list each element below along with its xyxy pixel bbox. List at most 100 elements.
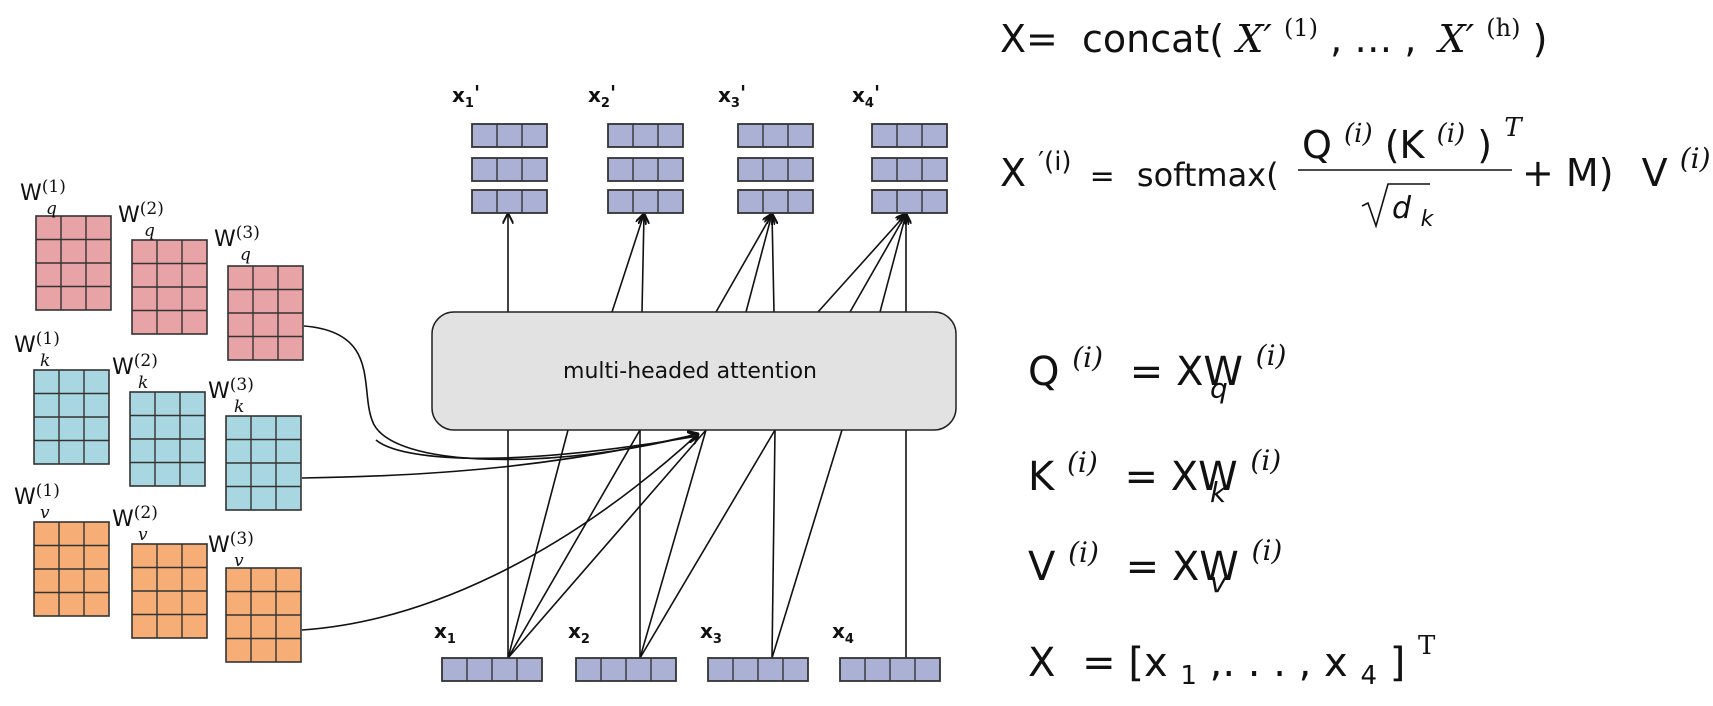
- sqrt-sign: [1361, 183, 1430, 229]
- output-arrow-2: [611, 214, 644, 313]
- output-vector-x3-row1: [737, 123, 814, 148]
- x-def-rhs: = [x: [1082, 640, 1168, 686]
- q-def-rsup: (i): [1256, 339, 1287, 372]
- q-def-rhs: = XW: [1130, 349, 1243, 395]
- q-definition: Q (i) = XW (i) q: [1028, 331, 1286, 405]
- concat-equation: X= concat( X′ (1) , … , X′ (h) ): [1000, 1, 1547, 61]
- w-query-label-3: W(3): [214, 223, 260, 252]
- softmax-num-q: Q: [1302, 123, 1332, 167]
- output-vector-x4-row3: [871, 189, 948, 214]
- output-vector-x1-row2: [471, 157, 548, 182]
- x-def-sub1: 1: [1180, 661, 1197, 691]
- softmax-num-k: (K: [1385, 123, 1426, 167]
- weight-curve-1: [303, 325, 698, 461]
- concat-arg1: X′: [1233, 17, 1272, 61]
- w-value-matrix-1: [33, 521, 110, 617]
- output-label-x3: x3': [718, 81, 746, 111]
- svg-text:X = [x 1 ,.: X = [x 1 ,. . . , x 4 ] T: [1028, 631, 1436, 694]
- softmax-eq: =: [1090, 159, 1115, 194]
- w-value-sub-2: v: [138, 525, 148, 545]
- input-line-12: [507, 429, 569, 659]
- input-vector-x1: [441, 657, 543, 682]
- input-line-17: [639, 429, 776, 659]
- concat-close: ): [1533, 17, 1548, 61]
- w-key-sub-1: k: [40, 351, 50, 371]
- w-value-label-2: W(2): [112, 503, 158, 532]
- k-def-rhs: = XW: [1124, 454, 1237, 500]
- v-def-rsup: (i): [1252, 534, 1283, 567]
- x-def-sup: T: [1418, 631, 1436, 661]
- input-line-18: [771, 429, 776, 659]
- svg-text:+ M) V (i): + M) V (i): [1522, 142, 1711, 195]
- weight-curve-4: [375, 436, 698, 460]
- output-vector-x2-row2: [607, 157, 684, 182]
- softmax-v: V: [1642, 151, 1668, 195]
- w-value-sub-1: v: [40, 503, 50, 523]
- w-query-sub-2: q: [144, 221, 155, 241]
- output-vector-x2-row1: [607, 123, 684, 148]
- w-query-matrix-1: [35, 215, 112, 311]
- softmax-lhs-sup: ′(i): [1038, 147, 1071, 177]
- svg-text:Q (i) (K (i): Q (i) (K (i) ) T: [1302, 107, 1523, 167]
- softmax-v-sup: (i): [1680, 142, 1711, 175]
- svg-text:Q (i) = XW (: Q (i) = XW (i): [1028, 331, 1286, 395]
- output-arrow-6: [772, 214, 774, 313]
- svg-text:d k: d k: [1392, 191, 1435, 232]
- svg-text:V (i) = XW (: V (i) = XW (i): [1028, 526, 1282, 590]
- output-vector-x4-row2: [871, 157, 948, 182]
- concat-fn: concat(: [1082, 17, 1224, 61]
- input-vector-x4: [839, 657, 941, 682]
- concat-lhs: X=: [1000, 17, 1058, 61]
- w-value-label-1: W(1): [14, 481, 60, 510]
- w-query-sub-1: q: [46, 199, 57, 219]
- output-arrow-5: [745, 214, 772, 313]
- w-key-sub-3: k: [234, 397, 244, 417]
- w-key-label-2: W(2): [112, 351, 158, 380]
- k-definition: K (i) = XW (i) k: [1028, 436, 1281, 509]
- input-label-x4: x4: [832, 619, 854, 647]
- softmax-num-k-sup: (i): [1437, 119, 1466, 149]
- output-label-x1: x1': [452, 81, 480, 111]
- output-vector-x1-row3: [471, 189, 548, 214]
- attention-box-label: multi-headed attention: [563, 359, 817, 384]
- q-def-lhs: Q: [1028, 349, 1059, 395]
- attention-box: [431, 311, 957, 431]
- w-value-matrix-2: [131, 543, 208, 639]
- concat-dots: , … ,: [1330, 17, 1416, 61]
- concat-arg1-sup: (1): [1284, 14, 1318, 42]
- output-vector-x2-row3: [607, 189, 684, 214]
- v-def-lhs: V: [1028, 544, 1056, 590]
- q-def-rsub: q: [1210, 372, 1228, 405]
- weight-curve-2: [301, 434, 698, 479]
- input-label-x3: x3: [700, 619, 722, 647]
- w-value-matrix-3: [225, 567, 302, 663]
- input-label-x1: x1: [434, 619, 456, 647]
- v-def-rsub: v: [1210, 566, 1227, 599]
- w-key-matrix-3: [225, 415, 302, 511]
- output-arrow-3: [642, 214, 644, 313]
- output-label-x2: x2': [588, 81, 616, 111]
- softmax-num-t: T: [1504, 113, 1523, 143]
- input-line-14: [507, 429, 707, 659]
- attention-block: multi-headed attention: [431, 311, 957, 431]
- input-line-16: [639, 429, 707, 659]
- v-def-sup: (i): [1068, 536, 1099, 569]
- softmax-fn: softmax(: [1137, 156, 1279, 194]
- output-vector-x3-row2: [737, 157, 814, 182]
- w-key-label-3: W(3): [208, 375, 254, 404]
- svg-text:K (i) = XW (: K (i) = XW (i): [1028, 436, 1281, 500]
- k-def-rsub: k: [1210, 476, 1228, 509]
- softmax-den: d: [1392, 191, 1412, 226]
- output-label-x4: x4': [852, 81, 880, 111]
- w-query-matrix-2: [131, 239, 208, 335]
- svg-text:X= concat( X′: X= concat( X′ (1) , … , X′ (h) ): [1000, 1, 1547, 61]
- output-vector-x1-row1: [471, 123, 548, 148]
- w-query-sub-3: q: [240, 245, 251, 265]
- input-vector-x3: [707, 657, 809, 682]
- output-vector-x4-row1: [871, 123, 948, 148]
- output-arrow-9: [879, 214, 906, 313]
- output-arrow-7: [817, 214, 906, 313]
- input-vector-x2: [575, 657, 677, 682]
- output-vector-x3-row3: [737, 189, 814, 214]
